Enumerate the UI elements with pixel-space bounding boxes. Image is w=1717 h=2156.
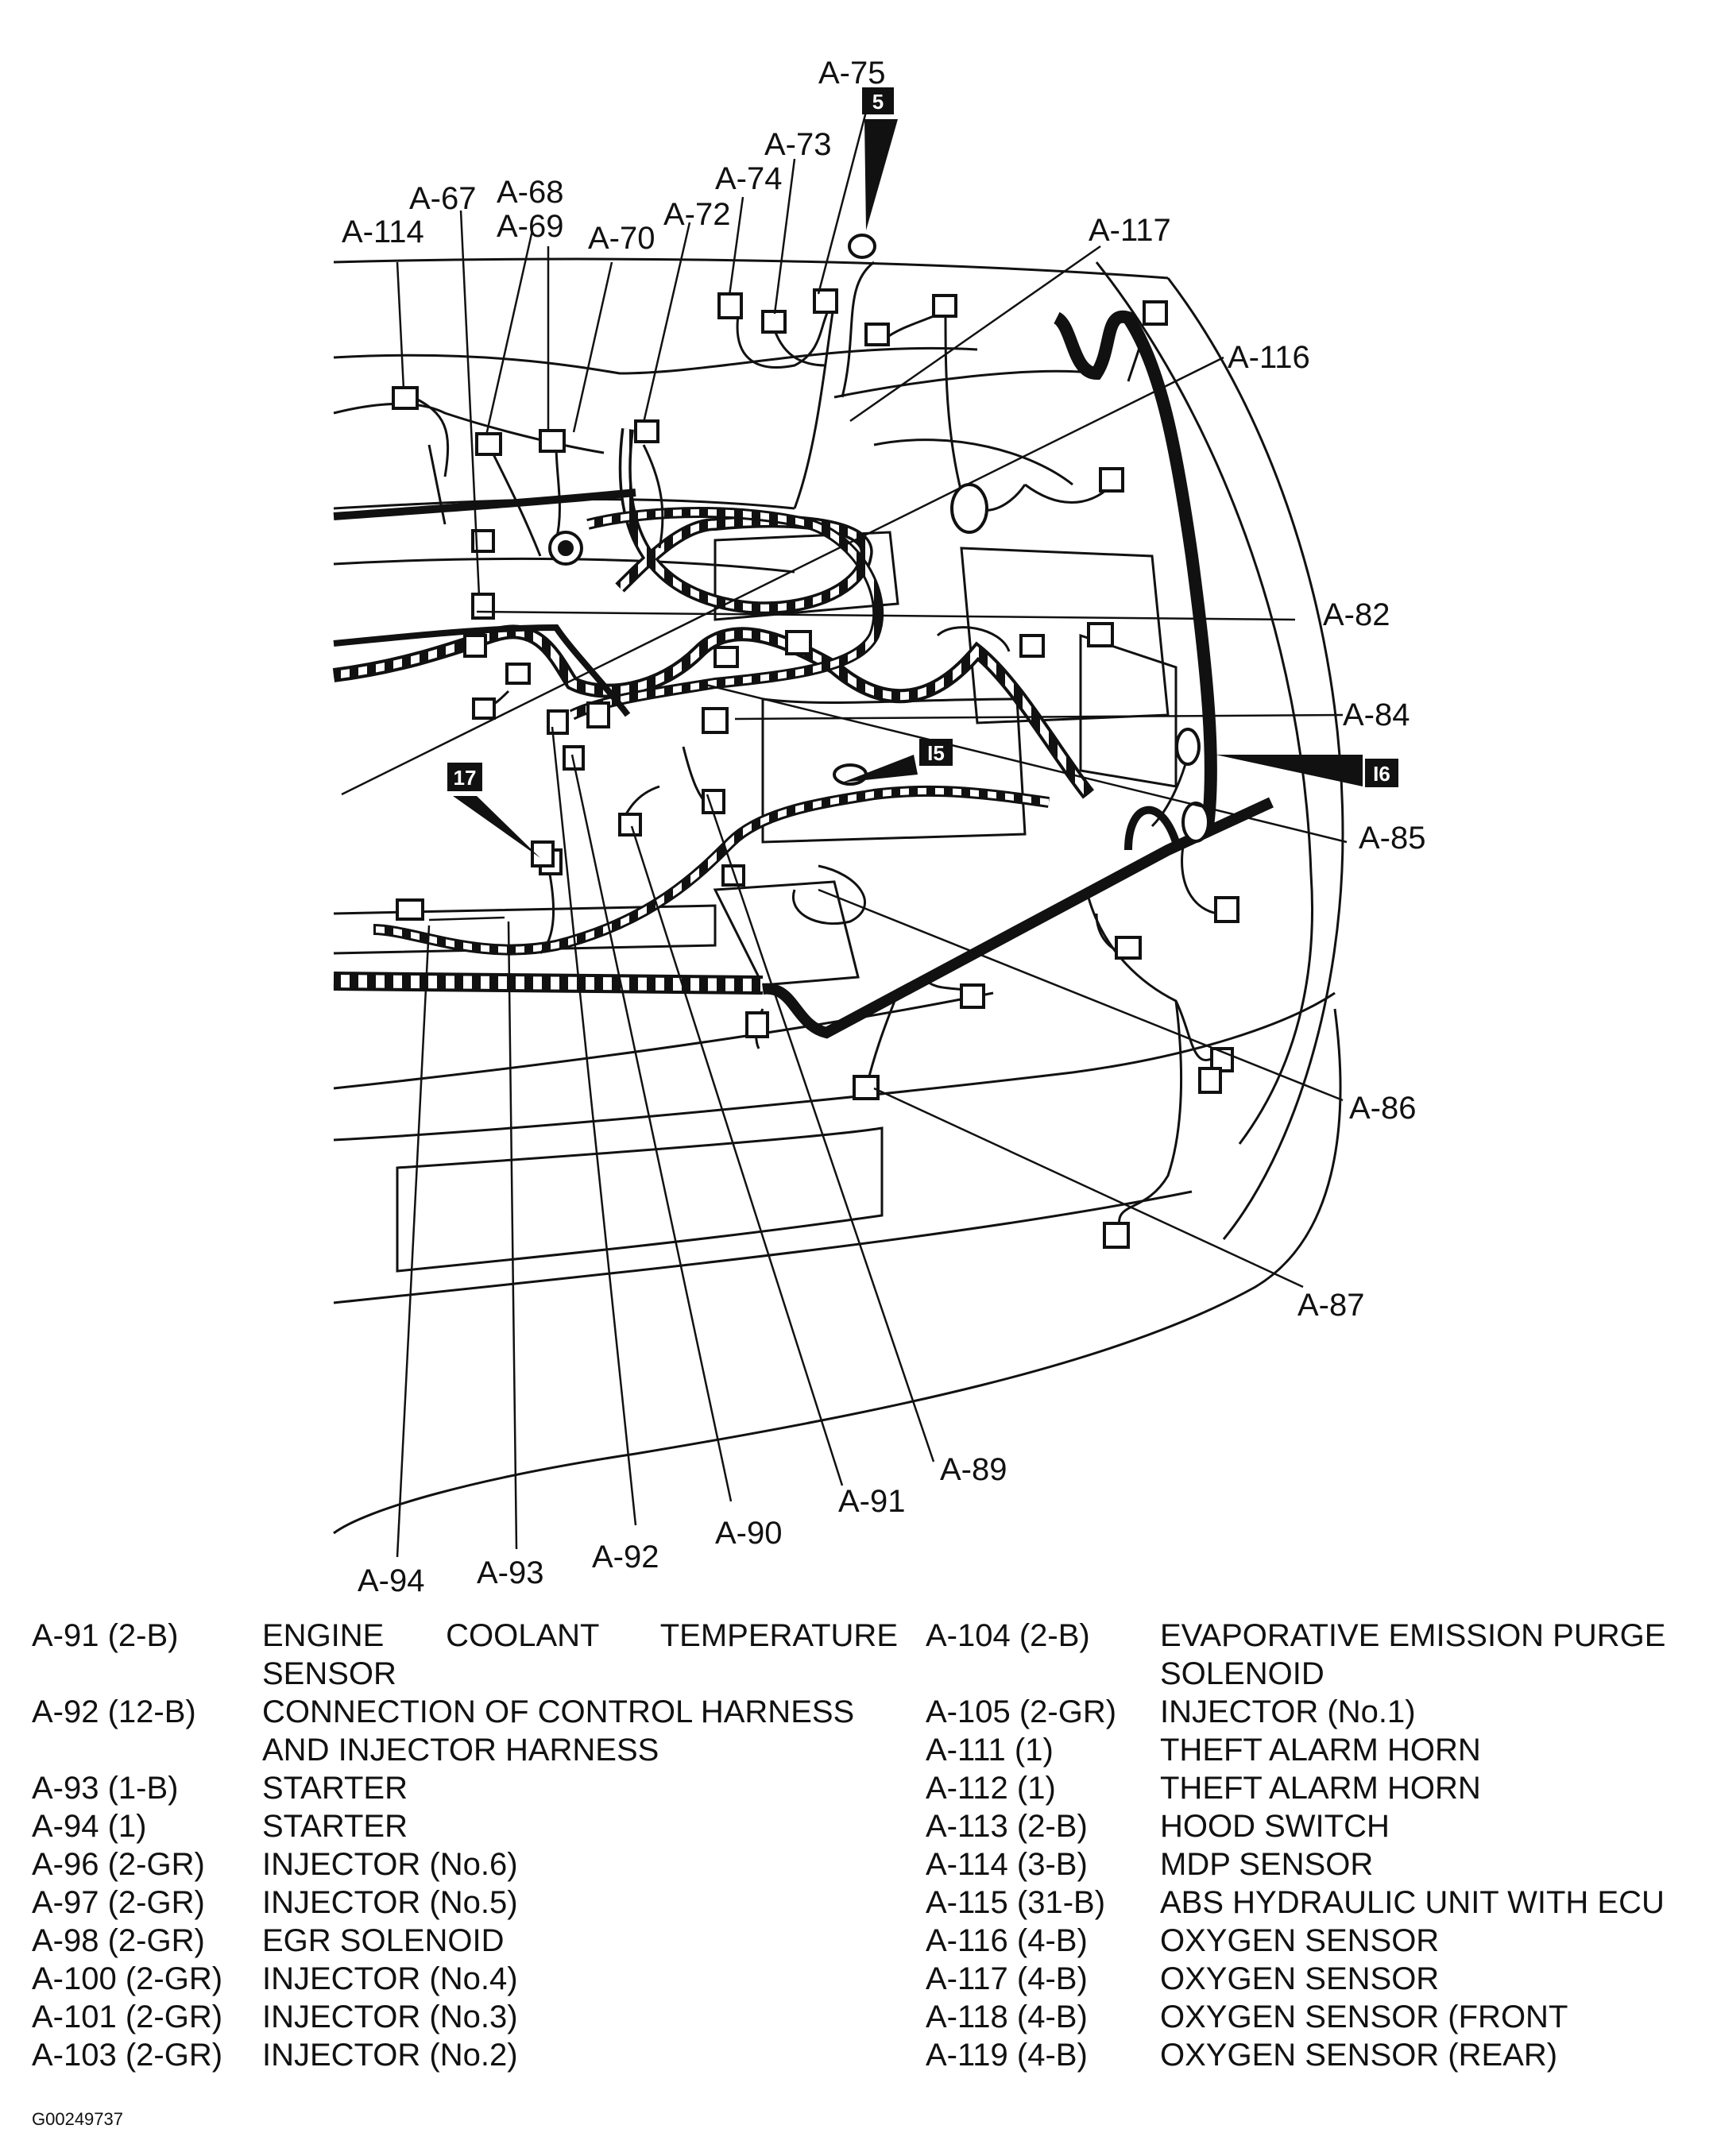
legend-row: A-98 (2-GR)EGR SOLENOID bbox=[32, 1923, 505, 1958]
legend-row: A-117 (4-B)OXYGEN SENSOR bbox=[926, 1961, 1440, 1996]
svg-text:5: 5 bbox=[872, 90, 884, 114]
callout-a72: A-72 bbox=[663, 197, 731, 232]
legend-row: A-93 (1-B)STARTER bbox=[32, 1771, 408, 1806]
thin-wires bbox=[412, 261, 1240, 1232]
legend-row: A-100 (2-GR)INJECTOR (No.4) bbox=[32, 1961, 518, 1996]
callout-a92: A-92 bbox=[592, 1540, 659, 1574]
callout-a90: A-90 bbox=[715, 1516, 783, 1551]
legend-row: A-115 (31-B)ABS HYDRAULIC UNIT WITH ECU bbox=[926, 1885, 1665, 1920]
callout-a86: A-86 bbox=[1349, 1091, 1417, 1126]
callout-a116: A-116 bbox=[1228, 340, 1310, 375]
round-components bbox=[548, 234, 1210, 843]
callout-a70: A-70 bbox=[588, 221, 655, 256]
legend-row: A-118 (4-B)OXYGEN SENSOR (FRONT bbox=[926, 2000, 1568, 2034]
legend-right: A-104 (2-B)EVAPORATIVE EMISSION PURGE SO… bbox=[926, 1617, 1712, 2074]
legend-row: A-116 (4-B)OXYGEN SENSOR bbox=[926, 1923, 1440, 1958]
callout-a84: A-84 bbox=[1343, 697, 1410, 732]
harness-taped bbox=[332, 428, 1095, 995]
svg-text:I6: I6 bbox=[1373, 762, 1390, 786]
legend-row: A-97 (2-GR)INJECTOR (No.5) bbox=[32, 1885, 518, 1920]
figure-id: G00249737 bbox=[32, 2109, 123, 2129]
callout-a74: A-74 bbox=[715, 161, 783, 196]
callout-a94: A-94 bbox=[358, 1563, 425, 1598]
badge-15: I5 bbox=[842, 739, 953, 782]
legend-row: A-112 (1)THEFT ALARM HORN bbox=[926, 1771, 1481, 1806]
callout-a114: A-114 bbox=[342, 214, 424, 249]
svg-text:17: 17 bbox=[454, 766, 477, 790]
legend-row: A-101 (2-GR)INJECTOR (No.3) bbox=[32, 2000, 518, 2034]
callout-a82: A-82 bbox=[1323, 597, 1390, 632]
legend-row: A-104 (2-B)EVAPORATIVE EMISSION PURGE SO… bbox=[926, 1618, 1666, 1691]
callout-a75: A-75 bbox=[818, 56, 886, 91]
callout-a73: A-73 bbox=[764, 127, 832, 162]
legend-row: A-114 (3-B)MDP SENSOR bbox=[926, 1847, 1374, 1882]
callout-a89: A-89 bbox=[940, 1452, 1007, 1487]
badge-5: 5 bbox=[862, 87, 898, 230]
wiring-diagram: 5 I5 I6 17 A-75 A-73 A-74 A-68 A-69 A-67… bbox=[332, 56, 1426, 1598]
legend-row: A-103 (2-GR)INJECTOR (No.2) bbox=[32, 2038, 518, 2073]
legend-left: A-91 (2-B)ENGINE COOLANT TEMPERATURE SEN… bbox=[32, 1617, 898, 2074]
callout-a87: A-87 bbox=[1297, 1288, 1365, 1323]
callout-labels: A-75 A-73 A-74 A-68 A-69 A-67 A-72 A-114… bbox=[342, 56, 1426, 1598]
legend-row: A-105 (2-GR)INJECTOR (No.1) bbox=[926, 1694, 1416, 1729]
leader-lines bbox=[341, 87, 1348, 1558]
callout-a117: A-117 bbox=[1089, 213, 1171, 248]
callout-a67: A-67 bbox=[409, 181, 477, 216]
legend-row: A-111 (1)THEFT ALARM HORN bbox=[926, 1733, 1481, 1768]
callout-a85: A-85 bbox=[1359, 821, 1426, 856]
svg-text:I5: I5 bbox=[927, 741, 945, 765]
badge-17: 17 bbox=[447, 763, 540, 858]
legend-row: A-96 (2-GR)INJECTOR (No.6) bbox=[32, 1847, 518, 1882]
callout-a93: A-93 bbox=[477, 1555, 544, 1590]
legend-row: A-94 (1)STARTER bbox=[32, 1809, 408, 1844]
legend-row: A-92 (12-B)CONNECTION OF CONTROL HARNESS… bbox=[32, 1694, 855, 1768]
legend-row: A-91 (2-B)ENGINE COOLANT TEMPERATURE SEN… bbox=[32, 1618, 898, 1691]
legend-row: A-113 (2-B)HOOD SWITCH bbox=[926, 1809, 1390, 1844]
legend-row: A-119 (4-B)OXYGEN SENSOR (REAR) bbox=[926, 2038, 1558, 2073]
callout-a69: A-69 bbox=[497, 209, 564, 244]
callout-a68: A-68 bbox=[497, 175, 564, 210]
callout-a91: A-91 bbox=[838, 1484, 906, 1519]
badge-16: I6 bbox=[1216, 755, 1398, 787]
